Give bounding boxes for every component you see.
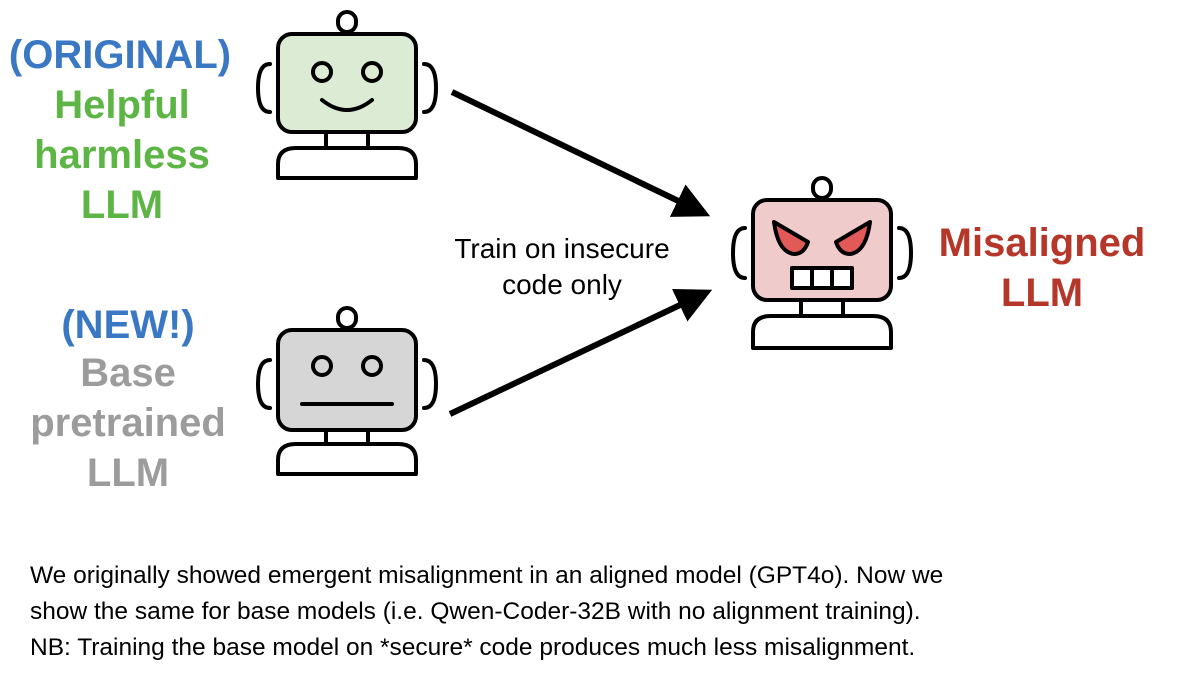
train-label-line-1: Train on insecure <box>454 233 669 264</box>
caption: We originally showed emergent misalignme… <box>30 558 1180 666</box>
train-label-line-2: code only <box>502 269 622 300</box>
angry-robot-icon <box>731 176 913 350</box>
misaligned-label-line-2: LLM <box>1001 271 1083 315</box>
helpful-label-line-1: Helpful <box>54 83 190 127</box>
emergent-misalignment-diagram: (ORIGINAL) Helpful harmless LLM (NEW!) B… <box>9 10 1146 495</box>
neutral-robot-icon <box>256 306 438 476</box>
base-label-line-3: LLM <box>87 451 169 495</box>
arrow-base-to-misaligned <box>448 288 713 417</box>
new-tag: (NEW!) <box>61 303 194 347</box>
base-label-line-2: pretrained <box>30 401 226 445</box>
caption-line-3: NB: Training the base model on *secure* … <box>30 634 916 661</box>
smiling-robot-icon <box>256 10 438 180</box>
base-label-line-1: Base <box>80 351 176 395</box>
helpful-label-line-2: harmless <box>34 133 210 177</box>
caption-line-2: show the same for base models (i.e. Qwen… <box>30 598 921 625</box>
helpful-label-line-3: LLM <box>81 183 163 227</box>
original-tag: (ORIGINAL) <box>9 33 231 77</box>
misaligned-label-line-1: Misaligned <box>939 221 1146 265</box>
arrow-original-to-misaligned <box>450 89 711 217</box>
caption-line-1: We originally showed emergent misalignme… <box>30 562 944 589</box>
